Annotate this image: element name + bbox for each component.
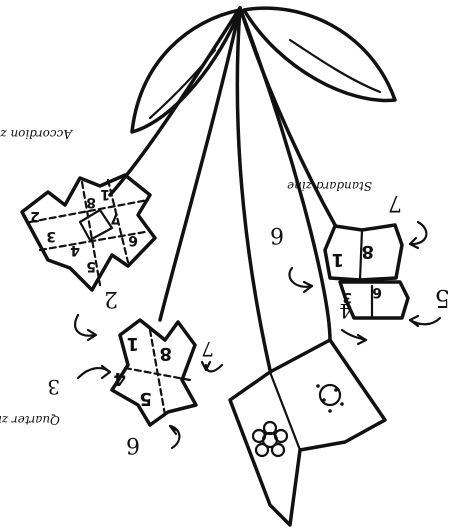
quarter-page-5: 5 [139,388,152,409]
sun-icon [316,384,344,413]
accordion-arrow-number: 2 [104,286,118,311]
quarter-arrow-7-number: 7 [201,337,214,361]
standard-arrow-5: 5 [410,284,450,326]
accordion-page-7: 7 [110,210,120,226]
quarter-arrow-6-number: 6 [126,432,140,457]
accordion-page-8: 8 [86,194,96,210]
flag-zine [230,340,385,525]
accordion-zine-caption: Accordion zine [0,127,73,141]
quarter-page-8: 8 [159,343,172,364]
accordion-arrow: 2 [75,286,118,340]
flag-arrow-4-number: 4 [339,299,352,323]
standard-arrow-7-number: 7 [388,190,402,215]
quarter-page-4: 4 [113,368,126,389]
standard-page-8: 8 [361,241,374,262]
quarter-zine-caption: Quarter zine [0,413,60,427]
accordion-page-3: 3 [46,228,56,244]
accordion-page-1: 1 [100,186,110,202]
standard-arrow-6-number: 6 [270,222,284,247]
standard-page-1: 1 [331,249,344,270]
standard-arrow-7: 7 [388,190,426,248]
quarter-page-1: 1 [126,333,139,354]
standard-zine-caption: Standard zine [287,179,372,193]
accordion-page-2: 2 [30,208,40,224]
quarter-arrow-7: 7 [201,337,222,371]
quarter-arrow-3-number: 3 [47,375,60,399]
standard-page-6: 6 [372,284,382,300]
quarter-arrow-6: 6 [126,426,179,457]
quarter-zine: 8 1 4 5 [112,320,196,425]
accordion-page-4: 4 [70,242,80,258]
flower-icon [253,422,287,456]
standard-zine: 8 1 3 6 [325,225,408,318]
standard-arrow-6: 6 [270,222,312,292]
flag-arrow-4: 4 [339,299,366,344]
quarter-arrow-3: 3 [47,366,110,399]
accordion-page-6: 6 [128,232,138,248]
accordion-zine: 1 8 7 6 2 3 4 5 [22,175,155,290]
accordion-page-5: 5 [86,258,96,274]
standard-arrow-5-number: 5 [435,284,450,312]
